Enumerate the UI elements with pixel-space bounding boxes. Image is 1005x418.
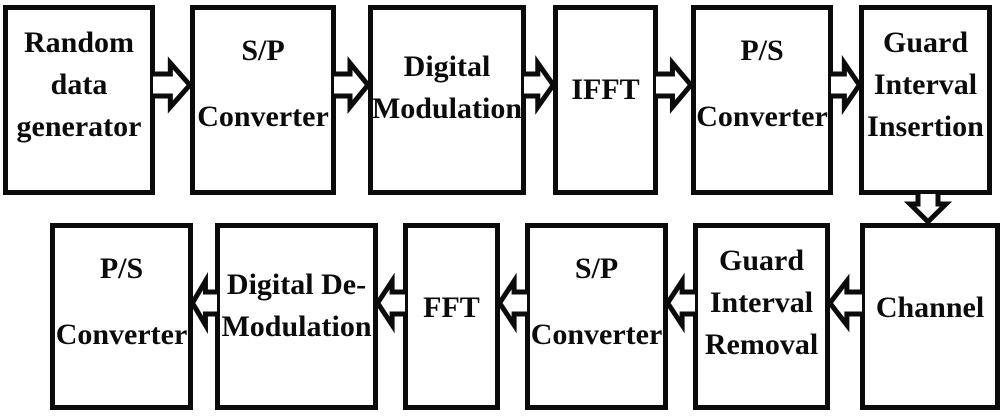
block-label-line: Digital bbox=[403, 50, 491, 83]
flow-arrow-left-icon bbox=[191, 277, 217, 329]
block-label-line: S/P bbox=[241, 34, 285, 67]
block-label-line: Converter bbox=[197, 100, 329, 133]
block-label-line: Random bbox=[23, 26, 135, 59]
block-label-line: S/P bbox=[574, 252, 619, 285]
flow-arrow-left-icon bbox=[666, 277, 695, 329]
flow-arrow-right-icon bbox=[334, 59, 370, 111]
block-label-line: Insertion bbox=[867, 110, 984, 143]
block-ps-converter-rx: P/S Converter bbox=[50, 223, 193, 410]
flow-arrow-down-icon bbox=[908, 194, 948, 224]
flow-arrow-right-icon bbox=[656, 59, 693, 111]
block-label-line: Interval bbox=[709, 286, 814, 319]
flow-arrow-left-icon bbox=[376, 277, 405, 329]
block-label-line: FFT bbox=[423, 291, 480, 324]
block-label-line: IFFT bbox=[571, 73, 640, 106]
block-channel: Channel bbox=[860, 223, 1000, 410]
flow-arrow-right-icon bbox=[524, 59, 555, 111]
block-label-line: Converter bbox=[696, 100, 828, 133]
block-ps-converter-tx: P/S Converter bbox=[691, 5, 833, 195]
block-label-line: Guard bbox=[718, 244, 805, 277]
block-fft: FFT bbox=[403, 223, 500, 410]
block-label-line: P/S bbox=[99, 252, 144, 285]
flow-arrow-right-icon bbox=[153, 59, 192, 111]
block-label-line: Channel bbox=[875, 291, 985, 324]
flow-arrow-left-icon bbox=[498, 277, 527, 329]
block-digital-demodulation: Digital De- Modulation bbox=[215, 223, 378, 410]
block-sp-converter-rx: S/P Converter bbox=[525, 223, 668, 410]
block-label-line: P/S bbox=[740, 34, 784, 67]
flow-arrow-right-icon bbox=[831, 59, 861, 111]
flow-arrow-left-icon bbox=[828, 277, 862, 329]
block-label-line: Digital De- bbox=[226, 268, 367, 301]
block-label-line: Converter bbox=[530, 318, 663, 351]
block-label-line: Modulation bbox=[221, 310, 372, 343]
block-label-line: Removal bbox=[704, 328, 819, 361]
block-label-line: Interval bbox=[873, 68, 978, 101]
block-label-line: Modulation bbox=[371, 92, 523, 125]
block-random-data-generator: Random data generator bbox=[3, 5, 155, 195]
block-sp-converter-tx: S/P Converter bbox=[190, 5, 336, 195]
block-label-line: Guard bbox=[882, 26, 969, 59]
block-label-line: Converter bbox=[55, 318, 188, 351]
block-label-line: generator bbox=[16, 110, 142, 143]
block-ifft: IFFT bbox=[553, 5, 658, 195]
block-label-line: data bbox=[50, 68, 108, 101]
